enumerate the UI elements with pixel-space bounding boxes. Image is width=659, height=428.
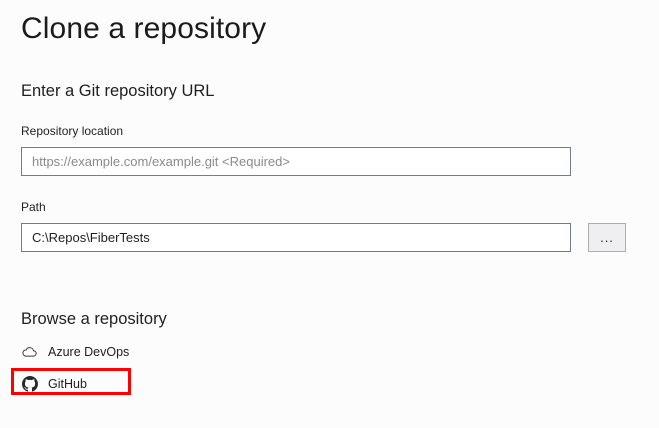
path-label: Path [21, 200, 46, 214]
browse-item-azure-devops[interactable]: Azure DevOps [21, 342, 129, 362]
browse-item-label: GitHub [48, 377, 87, 391]
github-icon [21, 376, 38, 393]
browse-section-heading: Browse a repository [21, 310, 167, 328]
repository-location-input[interactable] [21, 147, 571, 176]
browse-path-button[interactable]: ... [588, 223, 626, 252]
browse-item-label: Azure DevOps [48, 345, 130, 359]
url-section-heading: Enter a Git repository URL [21, 82, 215, 100]
path-input[interactable] [21, 223, 571, 252]
cloud-icon [21, 344, 38, 361]
repository-location-label: Repository location [21, 124, 124, 138]
browse-item-github[interactable]: GitHub [21, 374, 87, 394]
page-title: Clone a repository [21, 12, 267, 45]
